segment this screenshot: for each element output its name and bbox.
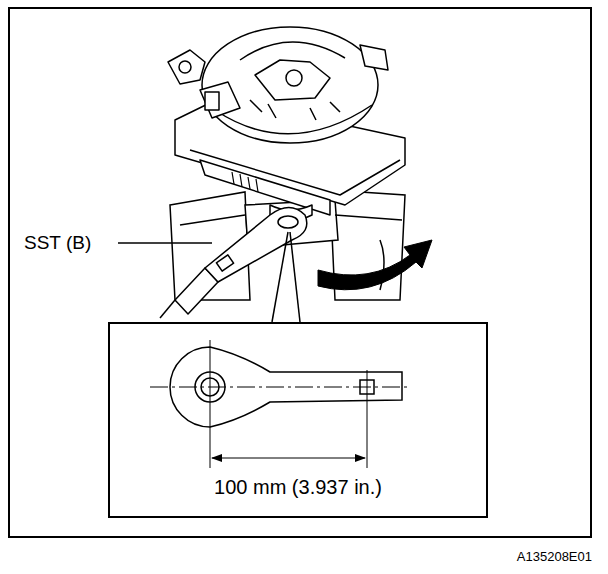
dimension-line	[211, 454, 366, 462]
dimension-line	[212, 458, 365, 459]
dimension-line	[355, 454, 366, 462]
alternator	[168, 27, 405, 221]
inset-callout	[272, 232, 288, 322]
alternator	[232, 172, 234, 184]
alternator	[168, 50, 205, 84]
alternator	[215, 105, 372, 134]
alternator	[250, 100, 340, 120]
inset-box: 100 mm (3.937 in.)	[108, 322, 488, 518]
vise	[180, 215, 245, 225]
dimension-line	[211, 454, 222, 462]
alternator	[232, 172, 258, 192]
alternator	[286, 70, 302, 86]
alternator	[240, 42, 345, 60]
vise	[335, 215, 402, 220]
figure-code: A135208E01	[517, 549, 592, 564]
center-lines	[150, 340, 410, 468]
sst-wrench	[216, 255, 233, 271]
sst-wrench	[160, 208, 307, 319]
dimension-label: 100 mm (3.937 in.)	[214, 476, 382, 499]
alternator	[360, 45, 388, 70]
sst-wrench	[160, 300, 175, 318]
center-lines	[367, 370, 368, 468]
inset-callout	[290, 232, 300, 322]
inset-callout	[272, 232, 300, 322]
alternator	[205, 92, 219, 110]
sst-wrench	[278, 216, 298, 228]
tool-label: SST (B)	[24, 232, 91, 254]
alternator	[200, 82, 240, 118]
alternator	[256, 179, 258, 192]
alternator	[240, 174, 242, 187]
figure-frame	[9, 8, 591, 537]
alternator	[248, 177, 250, 189]
rotation-arrow	[318, 240, 432, 290]
center-lines	[150, 387, 410, 388]
alternator	[255, 60, 330, 100]
leader-line	[118, 242, 212, 244]
alternator	[179, 61, 191, 73]
center-lines	[210, 340, 211, 468]
